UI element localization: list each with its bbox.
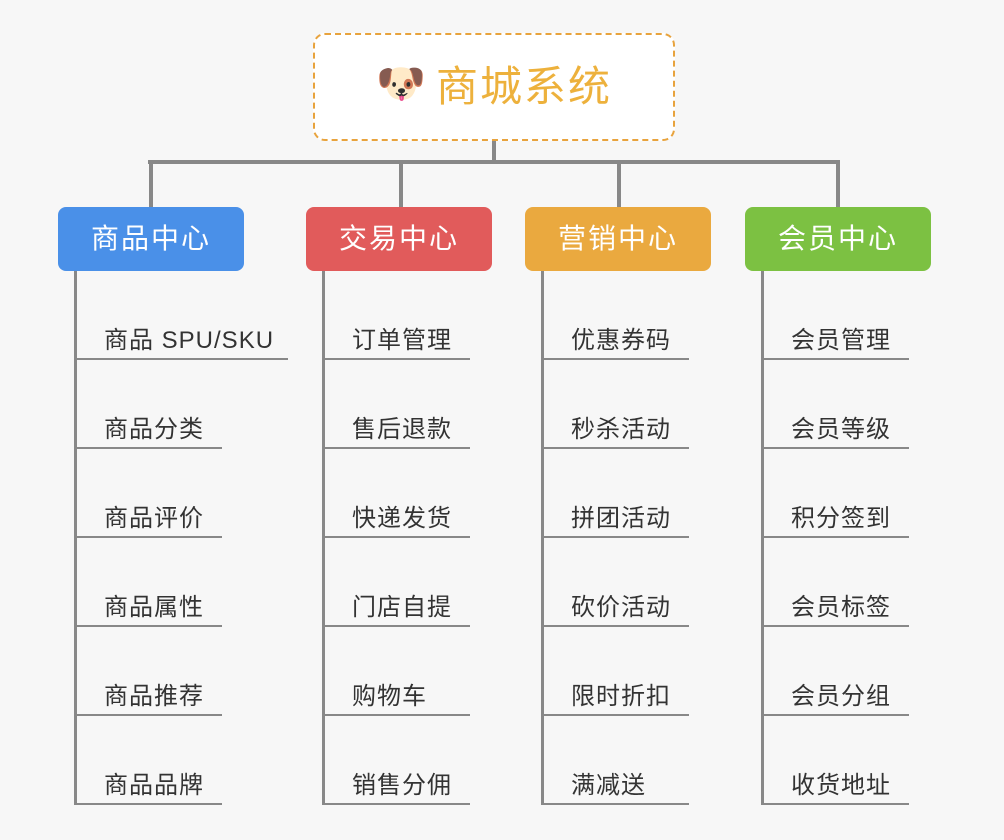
leaf-item[interactable]: 砍价活动 bbox=[541, 538, 689, 627]
branch-header-label-1: 商品中心 bbox=[90, 223, 211, 254]
leaf-label: 砍价活动 bbox=[571, 593, 671, 621]
leaf-item[interactable]: 快递发货 bbox=[322, 449, 470, 538]
leaf-item[interactable]: 商品 SPU/SKU bbox=[74, 271, 289, 360]
leaf-label: 销售分佣 bbox=[352, 771, 452, 799]
branch-column-1: 商品中心 商品 SPU/SKU 商品分类 商品评价 商品属性 商品推荐 商品品牌 bbox=[58, 207, 289, 805]
leaf-label: 会员等级 bbox=[791, 415, 891, 443]
branch-leaves-2: 订单管理 售后退款 快递发货 门店自提 购物车 销售分佣 bbox=[322, 271, 470, 805]
leaf-item[interactable]: 会员管理 bbox=[761, 271, 909, 360]
shiba-dog-face-icon: 🐶 bbox=[375, 62, 426, 106]
branch-spine-3 bbox=[541, 271, 544, 805]
branch-header-label-3: 营销中心 bbox=[557, 223, 678, 254]
leaf-label: 商品推荐 bbox=[104, 682, 204, 710]
leaf-item[interactable]: 会员等级 bbox=[761, 360, 909, 449]
leaf-label: 商品品牌 bbox=[104, 771, 204, 799]
leaf-label: 门店自提 bbox=[352, 593, 452, 621]
leaf-item[interactable]: 积分签到 bbox=[761, 449, 909, 538]
leaf-item[interactable]: 收货地址 bbox=[761, 716, 909, 805]
leaf-label: 拼团活动 bbox=[571, 504, 671, 532]
leaf-label: 商品评价 bbox=[104, 504, 204, 532]
branch-leaves-3: 优惠券码 秒杀活动 拼团活动 砍价活动 限时折扣 满减送 bbox=[541, 271, 689, 805]
leaf-label: 商品分类 bbox=[104, 415, 204, 443]
leaf-item[interactable]: 限时折扣 bbox=[541, 627, 689, 716]
branch-leaves-4: 会员管理 会员等级 积分签到 会员标签 会员分组 收货地址 bbox=[761, 271, 909, 805]
leaf-label: 快递发货 bbox=[352, 504, 452, 532]
leaf-label: 限时折扣 bbox=[571, 682, 671, 710]
leaf-label: 售后退款 bbox=[352, 415, 452, 443]
branch-column-2: 交易中心 订单管理 售后退款 快递发货 门店自提 购物车 销售分佣 bbox=[306, 207, 492, 805]
leaf-item[interactable]: 售后退款 bbox=[322, 360, 470, 449]
branch-column-4: 会员中心 会员管理 会员等级 积分签到 会员标签 会员分组 收货地址 bbox=[745, 207, 931, 805]
branch-header-1[interactable]: 商品中心 bbox=[58, 207, 244, 271]
drop-connector-4 bbox=[836, 160, 840, 207]
leaf-item[interactable]: 会员分组 bbox=[761, 627, 909, 716]
leaf-label: 优惠券码 bbox=[571, 326, 671, 354]
leaf-label: 商品 SPU/SKU bbox=[104, 326, 275, 354]
root-title: 商城系统 bbox=[435, 63, 612, 110]
branch-spine-2 bbox=[322, 271, 325, 805]
leaf-item[interactable]: 拼团活动 bbox=[541, 449, 689, 538]
branch-header-3[interactable]: 营销中心 bbox=[525, 207, 711, 271]
branch-bus-connector bbox=[148, 160, 840, 164]
branch-spine-1 bbox=[74, 271, 77, 805]
leaf-item[interactable]: 门店自提 bbox=[322, 538, 470, 627]
leaf-label: 积分签到 bbox=[791, 504, 891, 532]
leaf-item[interactable]: 销售分佣 bbox=[322, 716, 470, 805]
branch-header-2[interactable]: 交易中心 bbox=[306, 207, 492, 271]
leaf-item[interactable]: 商品推荐 bbox=[74, 627, 222, 716]
leaf-label: 商品属性 bbox=[104, 593, 204, 621]
root-stem-connector bbox=[492, 141, 496, 164]
leaf-item[interactable]: 商品品牌 bbox=[74, 716, 222, 805]
branch-header-label-2: 交易中心 bbox=[338, 223, 459, 254]
drop-connector-1 bbox=[149, 160, 153, 207]
root-node[interactable]: 🐶 商城系统 bbox=[313, 33, 675, 141]
drop-connector-2 bbox=[399, 160, 403, 207]
branch-column-3: 营销中心 优惠券码 秒杀活动 拼团活动 砍价活动 限时折扣 满减送 bbox=[525, 207, 711, 805]
branch-header-label-4: 会员中心 bbox=[777, 223, 898, 254]
leaf-label: 秒杀活动 bbox=[571, 415, 671, 443]
branch-header-4[interactable]: 会员中心 bbox=[745, 207, 931, 271]
leaf-label: 收货地址 bbox=[791, 771, 891, 799]
leaf-label: 订单管理 bbox=[352, 326, 452, 354]
leaf-item[interactable]: 会员标签 bbox=[761, 538, 909, 627]
leaf-item[interactable]: 秒杀活动 bbox=[541, 360, 689, 449]
leaf-item[interactable]: 商品属性 bbox=[74, 538, 222, 627]
drop-connector-3 bbox=[617, 160, 621, 207]
leaf-label: 购物车 bbox=[352, 682, 427, 710]
leaf-label: 满减送 bbox=[571, 771, 646, 799]
leaf-item[interactable]: 满减送 bbox=[541, 716, 689, 805]
leaf-item[interactable]: 商品分类 bbox=[74, 360, 222, 449]
leaf-label: 会员标签 bbox=[791, 593, 891, 621]
branch-leaves-1: 商品 SPU/SKU 商品分类 商品评价 商品属性 商品推荐 商品品牌 bbox=[74, 271, 289, 805]
leaf-item[interactable]: 购物车 bbox=[322, 627, 470, 716]
leaf-item[interactable]: 商品评价 bbox=[74, 449, 222, 538]
leaf-label: 会员分组 bbox=[791, 682, 891, 710]
leaf-label: 会员管理 bbox=[791, 326, 891, 354]
branch-spine-4 bbox=[761, 271, 764, 805]
leaf-item[interactable]: 订单管理 bbox=[322, 271, 470, 360]
leaf-item[interactable]: 优惠券码 bbox=[541, 271, 689, 360]
